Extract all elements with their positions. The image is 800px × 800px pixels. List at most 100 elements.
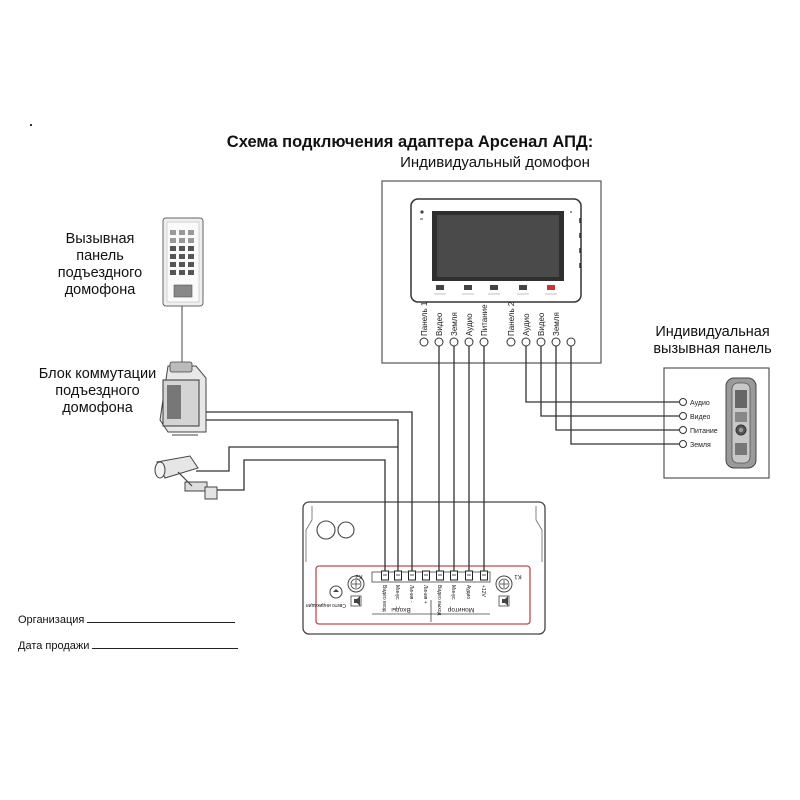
monitor-port <box>551 337 561 347</box>
wire-p2-video <box>540 346 679 417</box>
intercom-monitor <box>381 180 602 364</box>
adapter-terminal-label: Аудио <box>465 585 471 599</box>
wire-camera-video <box>196 446 398 472</box>
wire-p2-ground <box>570 346 679 445</box>
keypad-key <box>170 270 176 275</box>
panel-terminal <box>679 440 687 448</box>
adapter-k2-label: K2 <box>355 573 363 579</box>
monitor-port <box>521 337 531 347</box>
keypad-key <box>170 238 176 243</box>
keypad-key <box>188 246 194 251</box>
monitor-port-label: Аудио <box>522 313 531 336</box>
keypad-key <box>179 238 185 243</box>
call-panel-label: Вызывная панель подъездного домофона <box>57 231 143 298</box>
monitor-button-icon[interactable] <box>547 285 555 290</box>
adapter-terminal <box>422 570 430 581</box>
keypad-key <box>188 270 194 275</box>
keypad-key <box>170 246 176 251</box>
monitor-port <box>506 337 516 347</box>
adapter-terminal <box>436 570 444 581</box>
camera-device <box>154 455 218 500</box>
sale-date-field[interactable] <box>92 638 239 649</box>
sale-date-label: Дата продажи <box>18 640 90 652</box>
adapter-terminal <box>465 570 473 581</box>
call-panel-keypad <box>170 230 194 275</box>
keypad-key <box>170 230 176 235</box>
monitor-port-label: Аудио <box>465 313 474 336</box>
adapter-terminal-label: Линия + <box>422 585 428 604</box>
adapter-terminal <box>394 570 402 581</box>
diagram-title: Схема подключения адаптера Арсенал АПД: <box>226 133 594 151</box>
monitor-port <box>464 337 474 347</box>
panel-terminal <box>679 426 687 434</box>
organization-field[interactable] <box>87 612 236 623</box>
switch-unit-label: Блок коммутации подъездного домофона <box>38 366 157 416</box>
adapter-terminal-label: +12V <box>480 585 486 597</box>
monitor-port-label: Земля <box>450 312 459 336</box>
adapter-terminal-label: Видео вход <box>381 585 387 612</box>
keypad-key <box>179 246 185 251</box>
keypad-key <box>170 262 176 267</box>
organization-label: Организация <box>18 614 85 626</box>
adapter-terminal-label: Видео выход <box>436 585 442 615</box>
panel-terminal-label: Видео <box>690 414 711 421</box>
adapter-terminal <box>408 570 416 581</box>
keypad-key <box>188 262 194 267</box>
keypad-key <box>170 254 176 259</box>
monitor-buttons <box>434 285 557 295</box>
adapter-right-controls <box>495 575 513 607</box>
monitor-button-icon[interactable] <box>490 285 498 290</box>
wires <box>196 346 679 571</box>
monitor-port <box>434 337 444 347</box>
monitor-ports: Панель 1 Видео Земля Аудио Питание Панель 2 Ау… <box>419 301 576 347</box>
adapter-box: K2 K1 Свето индикация Входы Монитор Виде… <box>302 501 546 635</box>
adapter-terminal-label: Минус <box>450 585 456 600</box>
adapter-group-inputs: Входы <box>391 606 411 613</box>
sale-date-row: Дата продажи <box>18 638 239 652</box>
call-panel-device <box>162 217 204 368</box>
panel-terminal <box>679 398 687 406</box>
monitor-port-label: Питание <box>480 304 489 336</box>
adapter-indicator-label: Свето индикация <box>306 602 346 608</box>
panel-terminal-label: Земля <box>690 442 711 449</box>
wire-line-plus <box>206 411 413 571</box>
keypad-key <box>179 230 185 235</box>
keypad-key <box>188 254 194 259</box>
monitor-button-icon[interactable] <box>436 285 444 290</box>
monitor-port-label: Видео <box>435 312 444 336</box>
monitor-port <box>419 337 429 347</box>
monitor-port-label: Земля <box>552 312 561 336</box>
organization-row: Организация <box>18 612 236 626</box>
wire-camera-minus <box>217 459 386 571</box>
keypad-key <box>179 270 185 275</box>
wire-p2-audio <box>525 346 679 403</box>
adapter-terminals: Видео вход Минус Линия - Линия + Видео выход… <box>381 570 488 615</box>
individual-panel-label: Индивидуальная вызывная панель <box>653 324 772 357</box>
monitor-port-label: Панель 1 <box>420 301 429 336</box>
monitor-button-icon[interactable] <box>519 285 527 290</box>
panel-terminal-label: Аудио <box>690 400 710 407</box>
keypad-key <box>188 238 194 243</box>
intercom-label: Индивидуальный домофон <box>400 154 590 171</box>
monitor-port <box>449 337 459 347</box>
keypad-key <box>179 254 185 259</box>
adapter-terminal <box>381 570 389 581</box>
switch-unit-device <box>159 361 207 436</box>
adapter-terminal <box>450 570 458 581</box>
monitor-port <box>566 337 576 347</box>
monitor-button-icon[interactable] <box>464 285 472 290</box>
adapter-terminal-label: Линия - <box>408 585 414 603</box>
dot-mark <box>30 124 32 126</box>
adapter-terminal <box>480 570 488 581</box>
adapter-terminal-label: Минус <box>394 585 400 600</box>
keypad-key <box>179 262 185 267</box>
adapter-group-monitor: Монитор <box>447 606 474 613</box>
panel-terminal-label: Питание <box>690 428 718 435</box>
monitor-port-label: Видео <box>537 312 546 336</box>
adapter-left-controls <box>329 575 365 607</box>
individual-call-panel <box>663 367 770 479</box>
monitor-port-label: Панель 2 <box>507 301 516 336</box>
wire-p2-power <box>555 346 679 431</box>
